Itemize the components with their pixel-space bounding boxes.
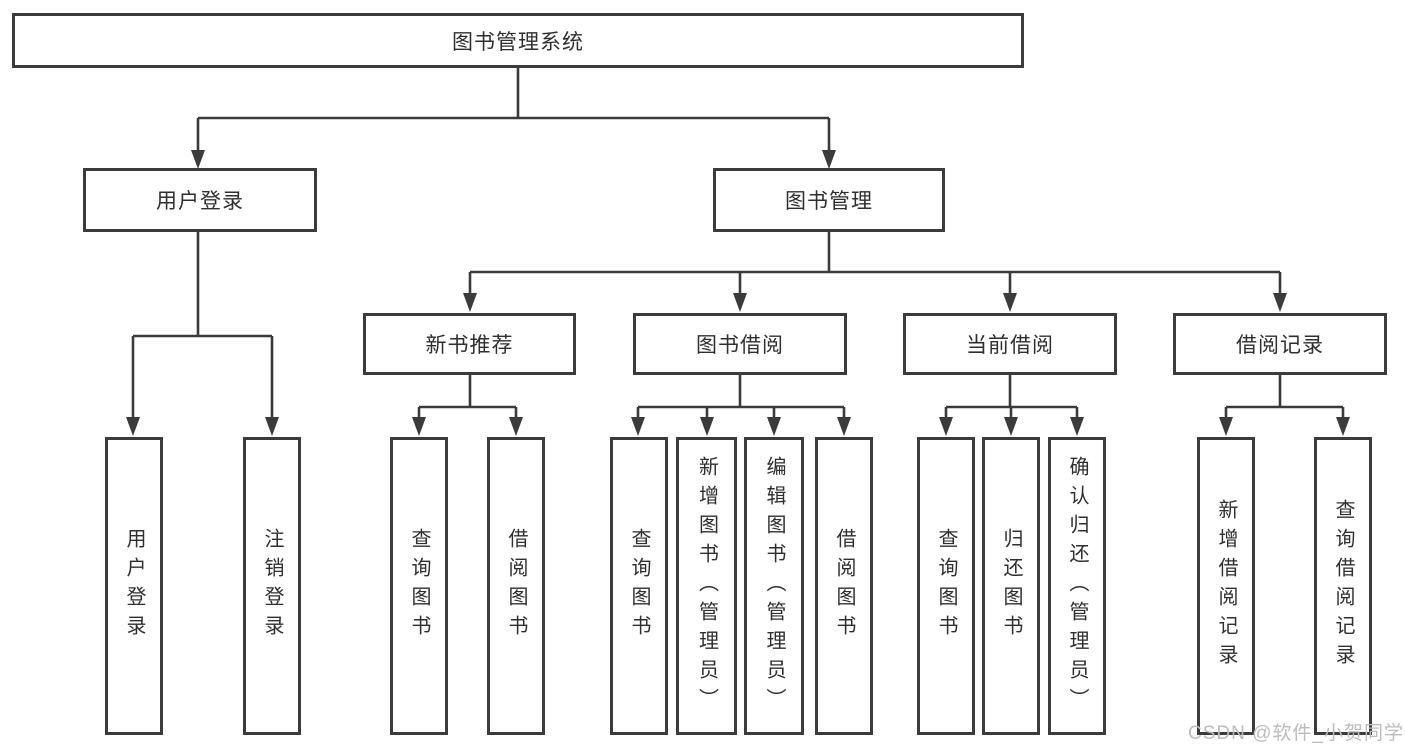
arrow-down-icon: [822, 150, 836, 169]
node-label: 查询图书: [628, 528, 650, 644]
leaf-return-books: 归还图书: [982, 437, 1040, 735]
node-label: 借阅图书: [505, 528, 527, 644]
arrow-down-icon: [1273, 293, 1287, 312]
arrow-down-icon: [700, 417, 714, 436]
node-label: 图书借阅: [696, 334, 784, 357]
node-borrow-records: 借阅记录: [1173, 313, 1387, 375]
node-label: 查询借阅记录: [1332, 499, 1354, 673]
node-library-system: 图书管理系统: [12, 13, 1024, 68]
node-label: 借阅图书: [833, 528, 855, 644]
node-new-book-recommend: 新书推荐: [363, 313, 576, 375]
node-book-management: 图书管理: [713, 168, 945, 232]
leaf-user-login: 用户登录: [105, 437, 163, 735]
node-label: 编辑图书（管理员）: [763, 455, 785, 717]
leaf-logout: 注销登录: [243, 437, 301, 735]
leaf-borrow-books: 借阅图书: [815, 437, 873, 735]
node-current-borrow: 当前借阅: [903, 313, 1117, 375]
arrow-down-icon: [1004, 417, 1018, 436]
leaf-confirm-return-admin: 确认归还（管理员）: [1048, 437, 1106, 735]
arrow-down-icon: [631, 417, 645, 436]
arrow-down-icon: [265, 417, 279, 436]
node-label: 归还图书: [1000, 528, 1022, 644]
node-label: 新书推荐: [425, 334, 514, 357]
leaf-edit-book-admin: 编辑图书（管理员）: [744, 437, 804, 735]
node-book-borrow: 图书借阅: [633, 313, 847, 375]
arrow-down-icon: [1336, 417, 1350, 436]
node-label: 查询图书: [408, 528, 430, 644]
arrow-down-icon: [1070, 417, 1084, 436]
arrow-down-icon: [767, 417, 781, 436]
node-label: 当前借阅: [966, 334, 1054, 357]
watermark: CSDN @软件_小贺同学: [1188, 723, 1404, 744]
arrow-down-icon: [463, 293, 477, 312]
leaf-add-book-admin: 新增图书（管理员）: [676, 437, 737, 735]
node-label: 图书管理系统: [452, 30, 584, 54]
arrow-down-icon: [939, 417, 953, 436]
arrow-down-icon: [1219, 417, 1233, 436]
leaf-add-borrow-record: 新增借阅记录: [1197, 437, 1255, 735]
arrow-down-icon: [837, 417, 851, 436]
node-label: 用户登录: [156, 190, 244, 213]
leaf-query-books: 查询图书: [917, 437, 975, 735]
node-label: 查询图书: [935, 528, 957, 644]
node-label: 新增图书（管理员）: [695, 455, 718, 717]
arrow-down-icon: [412, 417, 426, 436]
node-label: 用户登录: [123, 528, 145, 644]
node-user-login: 用户登录: [83, 168, 317, 232]
arrow-down-icon: [509, 417, 523, 436]
arrow-down-icon: [733, 293, 747, 312]
arrow-down-icon: [191, 150, 205, 169]
leaf-borrow-books: 借阅图书: [487, 437, 545, 735]
node-label: 借阅记录: [1236, 334, 1324, 357]
node-label: 图书管理: [785, 190, 873, 213]
node-label: 新增借阅记录: [1215, 499, 1237, 673]
arrowheads: [126, 150, 1350, 436]
arrow-down-icon: [1003, 293, 1017, 312]
node-label: 注销登录: [261, 528, 283, 644]
leaf-query-books: 查询图书: [390, 437, 448, 735]
leaf-query-books: 查询图书: [610, 437, 668, 735]
leaf-query-borrow-record: 查询借阅记录: [1314, 437, 1372, 735]
node-label: 确认归还（管理员）: [1066, 455, 1088, 717]
arrow-down-icon: [126, 417, 140, 436]
